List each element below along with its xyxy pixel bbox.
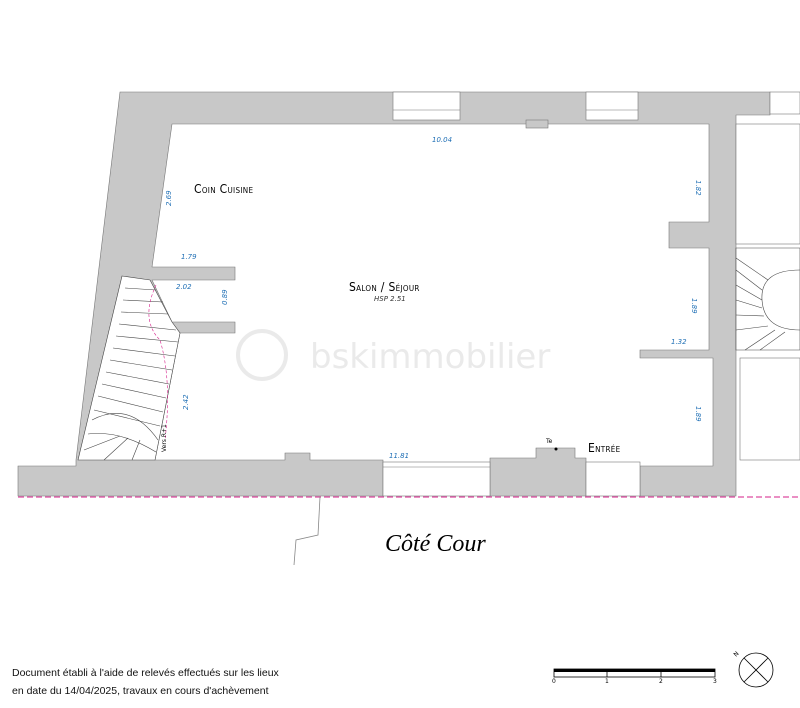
dim-entry-depth: 1.32 bbox=[671, 338, 687, 346]
te-label: Te bbox=[545, 438, 553, 445]
dim-top-width: 10.04 bbox=[432, 136, 452, 144]
compass-north-label: N bbox=[732, 650, 740, 658]
scale-bar: 0 1 2 3 bbox=[552, 668, 717, 685]
wall-notch-top bbox=[525, 119, 549, 129]
room-label-kitchen: Coin Cuisine bbox=[194, 182, 253, 196]
scale-tick-1: 1 bbox=[605, 678, 609, 685]
window-bottom bbox=[382, 461, 491, 497]
window-top-2 bbox=[585, 91, 639, 121]
dim-stair-left: 2.42 bbox=[182, 394, 190, 410]
dim-stair-b: 0.89 bbox=[221, 289, 229, 305]
dim-kitchen-width: 1.79 bbox=[181, 253, 197, 261]
watermark: bskimmobilier bbox=[236, 329, 550, 381]
footer-line-2: en date du 14/04/2025, travaux en cours … bbox=[12, 685, 269, 697]
adjacent-room-top bbox=[735, 123, 800, 245]
staircase-right bbox=[735, 247, 800, 351]
svg-text:bskimmobilier: bskimmobilier bbox=[310, 337, 550, 377]
dim-right-mid: 1.89 bbox=[690, 298, 698, 314]
stair-direction-line bbox=[148, 284, 168, 441]
dim-bottom-width: 11.81 bbox=[389, 452, 409, 460]
stairs-to-r1-label: Vers R+1 bbox=[161, 424, 168, 452]
courtyard-boundary-line bbox=[293, 496, 321, 566]
window-right-top bbox=[769, 91, 800, 115]
staircase-left bbox=[77, 275, 181, 461]
footer-line-1: Document établi à l'aide de relevés effe… bbox=[12, 667, 279, 679]
dim-kitchen-height: 2.69 bbox=[165, 190, 173, 206]
scale-tick-3: 3 bbox=[713, 678, 717, 685]
courtyard-label: Côté Cour bbox=[385, 531, 486, 557]
compass-icon: N bbox=[732, 650, 774, 688]
room-label-entry: Entrée bbox=[588, 441, 621, 455]
window-top-1 bbox=[392, 91, 461, 121]
scale-tick-2: 2 bbox=[659, 678, 663, 685]
dim-right-bottom: 1.89 bbox=[694, 406, 702, 422]
living-ceiling-height: HSP 2.51 bbox=[374, 295, 406, 303]
te-marker bbox=[554, 447, 558, 451]
dim-stair-a: 2.02 bbox=[176, 283, 192, 291]
scale-tick-0: 0 bbox=[552, 678, 556, 685]
entry-door bbox=[585, 461, 641, 497]
dim-right-top: 1.82 bbox=[694, 180, 702, 196]
room-label-living: Salon / Séjour bbox=[349, 280, 420, 294]
adjacent-room-bottom bbox=[739, 357, 800, 461]
